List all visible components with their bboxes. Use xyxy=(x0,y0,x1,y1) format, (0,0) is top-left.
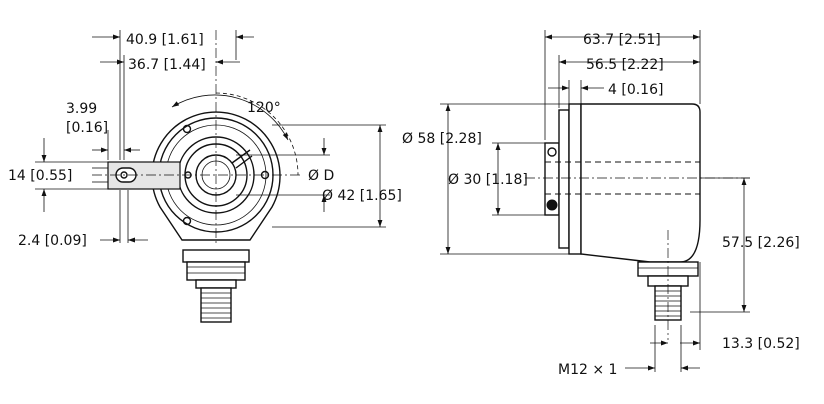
dim-bolt-circle-label: Ø 42 [1.65] xyxy=(322,188,402,204)
dim-slot-offset-label: 3.99 xyxy=(66,101,97,117)
dim-connector-height-label: 57.5 [2.26] xyxy=(722,235,800,251)
dim-hub-diameter-label: Ø 30 [1.18] xyxy=(448,172,528,188)
dim-angle-label: 120° xyxy=(247,100,281,116)
dim-total-length-label: 63.7 [2.51] xyxy=(583,32,661,48)
dim-shaft-bore-label: Ø D xyxy=(308,168,334,184)
dim-flange-thickness-label: 4 [0.16] xyxy=(608,82,663,98)
dim-body-diameter-label: Ø 58 [2.28] xyxy=(402,131,482,147)
dim-overall-width-label: 40.9 [1.61] xyxy=(126,32,204,48)
stator-arm xyxy=(107,161,181,190)
dim-connector-offset-label: 13.3 [0.52] xyxy=(722,336,800,352)
dim-thread-label: M12 × 1 xyxy=(558,362,617,378)
side-body-outline xyxy=(580,103,701,263)
side-view: 63.7 [2.51] 56.5 [2.22] 4 [0.16] Ø 58 [2… xyxy=(402,30,800,378)
dim-slot-offset-in-label: [0.16] xyxy=(66,120,108,136)
dim-slot-height-label: 14 [0.55] xyxy=(8,168,72,184)
dim-mount-width-label: 36.7 [1.44] xyxy=(128,57,206,73)
dim-body-length-label: 56.5 [2.22] xyxy=(586,57,664,73)
front-connector xyxy=(182,249,250,323)
front-view: 40.9 [1.61] 36.7 [1.44] 3.99 [0.16] 120°… xyxy=(8,30,402,323)
dim-slot-thickness-label: 2.4 [0.09] xyxy=(18,233,87,249)
